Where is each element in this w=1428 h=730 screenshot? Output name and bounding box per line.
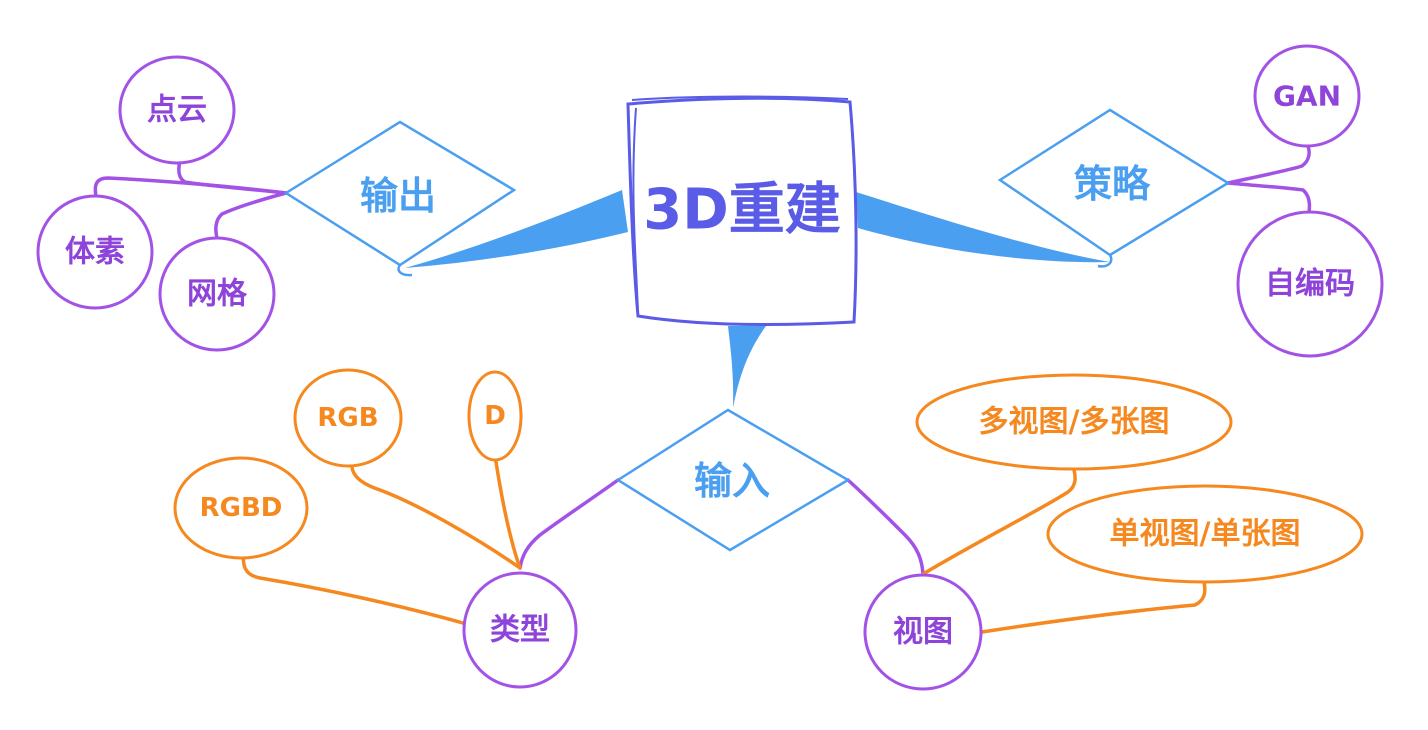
type-lines [241,458,522,627]
strategy-lines [1226,144,1312,214]
view-circle [863,573,983,691]
view-label: 视图 [893,615,953,650]
strategy-node-diamond-tail [1097,254,1113,268]
type-child-rgb[interactable]: RGB [293,368,403,468]
output-child-voxel[interactable]: 体素 [36,194,154,310]
connector-center-strategy [856,192,1110,263]
mesh-label: 网格 [187,277,248,312]
strategy-node[interactable]: 策略 [997,108,1231,268]
rgb-label: RGB [317,403,378,433]
input-child-view[interactable]: 视图 [863,573,983,691]
d-circle [467,370,523,462]
voxel-label: 体素 [65,235,125,270]
view-child-single[interactable]: 单视图/单张图 [1046,484,1364,584]
strategy-child-gan[interactable]: GAN [1253,44,1361,148]
line-strategy-autoencoder [1226,181,1312,214]
single-view-label: 单视图/单张图 [1110,517,1301,552]
type-label: 类型 [490,613,550,648]
center-node[interactable]: 3D重建 [626,95,858,326]
type-child-rgbd[interactable]: RGBD [173,456,309,560]
line-type-rgb [349,458,522,570]
strategy-node-label: 策略 [1074,162,1151,206]
center-node-label: 3D重建 [643,178,840,243]
center-node-box-sketch [631,95,849,313]
strategy-node-diamond [997,108,1231,257]
output-node-diamond [283,120,517,267]
mesh-circle [158,236,276,352]
rgbd-label: RGBD [200,493,283,523]
pointcloud-circle [118,55,236,165]
input-child-type[interactable]: 类型 [462,571,578,689]
input-node-label: 输入 [694,459,770,503]
autoencoder-label: 自编码 [1265,267,1355,302]
type-circle [462,571,578,689]
line-input-view [846,478,925,576]
input-lines [518,478,925,576]
line-view-multi [921,468,1077,576]
d-label: D [484,401,506,431]
output-node[interactable]: 输出 [283,120,517,277]
line-output-voxel [93,176,288,198]
rgbd-circle [173,456,309,560]
input-node-diamond [615,408,851,552]
voxel-circle [36,194,154,310]
multi-view-label: 多视图/多张图 [979,405,1170,440]
output-lines [93,158,288,240]
line-type-rgbd [241,548,472,627]
output-node-label: 输出 [360,174,436,218]
rgb-circle [293,368,403,468]
gan-label: GAN [1273,80,1341,113]
line-view-single [980,580,1207,634]
view-lines [921,468,1207,634]
pointcloud-label: 点云 [147,93,207,128]
gan-circle [1253,44,1361,148]
connector-center-input [728,326,766,408]
output-child-mesh[interactable]: 网格 [158,236,276,352]
type-child-d[interactable]: D [467,370,523,462]
line-strategy-gan [1226,144,1311,185]
output-node-diamond-tail [397,264,413,277]
autoencoder-circle [1236,210,1384,358]
line-output-mesh [214,191,288,240]
multi-view-ellipse [915,373,1233,471]
input-node[interactable]: 输入 [615,408,851,552]
line-type-d [494,460,522,570]
strategy-child-autoencoder[interactable]: 自编码 [1236,210,1384,358]
view-child-multi[interactable]: 多视图/多张图 [915,373,1233,471]
line-input-type [518,478,620,570]
single-view-ellipse [1046,484,1364,584]
output-child-pointcloud[interactable]: 点云 [118,55,236,165]
connector-center-output [405,190,628,268]
center-node-box [626,96,858,326]
